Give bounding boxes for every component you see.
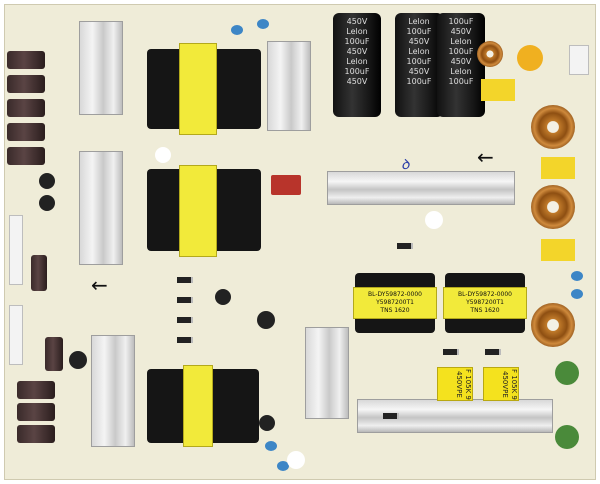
x-capacitor — [541, 239, 575, 261]
varistor — [555, 425, 579, 449]
ceramic-capacitor — [231, 25, 243, 35]
llc-transformer: BL-DY59872-0000 Y5987200T1 TNS 1620 — [353, 273, 437, 333]
ceramic-capacitor — [571, 271, 583, 281]
small-electrolytic — [215, 289, 231, 305]
heatsink — [305, 327, 349, 419]
small-capacitor — [31, 255, 47, 291]
test-point — [287, 451, 305, 469]
ceramic-capacitor — [265, 441, 277, 451]
film-capacitor: F 105K 9 450VPE — [437, 367, 473, 401]
fuse-holder — [517, 45, 543, 71]
small-electrolytic — [259, 415, 275, 431]
transformer — [147, 365, 259, 447]
connector — [9, 215, 23, 285]
ceramic-capacitor — [257, 19, 269, 29]
small-electrolytic — [69, 351, 87, 369]
x-capacitor — [481, 79, 515, 101]
heatsink — [79, 21, 123, 115]
ceramic-capacitor — [571, 289, 583, 299]
transformer — [147, 165, 261, 257]
small-electrolytic — [257, 311, 275, 329]
diode — [177, 317, 193, 323]
transformer-core — [183, 365, 213, 447]
diode — [177, 277, 193, 283]
small-capacitor — [17, 403, 55, 421]
diode — [443, 349, 459, 355]
small-capacitor — [7, 75, 45, 93]
heatsink — [267, 41, 311, 131]
heatsink — [79, 151, 123, 265]
transformer-core — [179, 43, 217, 135]
bulk-capacitor: Lelon 100uF 450V Lelon 100uF 450V 100uF — [395, 13, 443, 117]
small-capacitor — [17, 425, 55, 443]
bulk-capacitor: 100uF 450V Lelon 100uF 450V Lelon 100uF — [437, 13, 485, 117]
small-capacitor — [7, 99, 45, 117]
blue-marking: ꝺ — [401, 157, 410, 173]
film-capacitor: F 105K 9 450VPE — [483, 367, 519, 401]
toroid-coil — [531, 303, 575, 347]
toroid-coil — [531, 105, 575, 149]
arrow-left-icon: ← — [477, 145, 494, 169]
test-point — [425, 211, 443, 229]
small-electrolytic — [39, 195, 55, 211]
transformer-label: BL-DY59872-0000 Y5987200T1 TNS 1620 — [353, 287, 437, 319]
heatsink — [91, 335, 135, 447]
toroid-coil — [531, 185, 575, 229]
connector — [9, 305, 23, 365]
bulk-capacitor: 450V Lelon 100uF 450V Lelon 100uF 450V — [333, 13, 381, 117]
diode — [177, 337, 193, 343]
small-capacitor — [17, 381, 55, 399]
connector — [569, 45, 589, 75]
ceramic-capacitor — [277, 461, 289, 471]
x-capacitor — [541, 157, 575, 179]
arrow-left-icon: ← — [91, 273, 108, 297]
small-capacitor — [7, 123, 45, 141]
diode — [383, 413, 399, 419]
test-point — [155, 147, 171, 163]
diode — [485, 349, 501, 355]
transformer-core — [179, 165, 217, 257]
diode — [397, 243, 413, 249]
pcb-board: 450V Lelon 100uF 450V Lelon 100uF 450V L… — [4, 4, 596, 480]
toroid-coil — [477, 41, 503, 67]
red-capacitor — [271, 175, 301, 195]
small-capacitor — [7, 147, 45, 165]
small-capacitor — [45, 337, 63, 371]
transformer-label: BL-DY59872-0000 Y5987200T1 TNS 1620 — [443, 287, 527, 319]
heatsink — [327, 171, 515, 205]
varistor — [555, 361, 579, 385]
small-capacitor — [7, 51, 45, 69]
llc-transformer: BL-DY59872-0000 Y5987200T1 TNS 1620 — [443, 273, 527, 333]
transformer — [147, 43, 261, 135]
diode — [177, 297, 193, 303]
small-electrolytic — [39, 173, 55, 189]
